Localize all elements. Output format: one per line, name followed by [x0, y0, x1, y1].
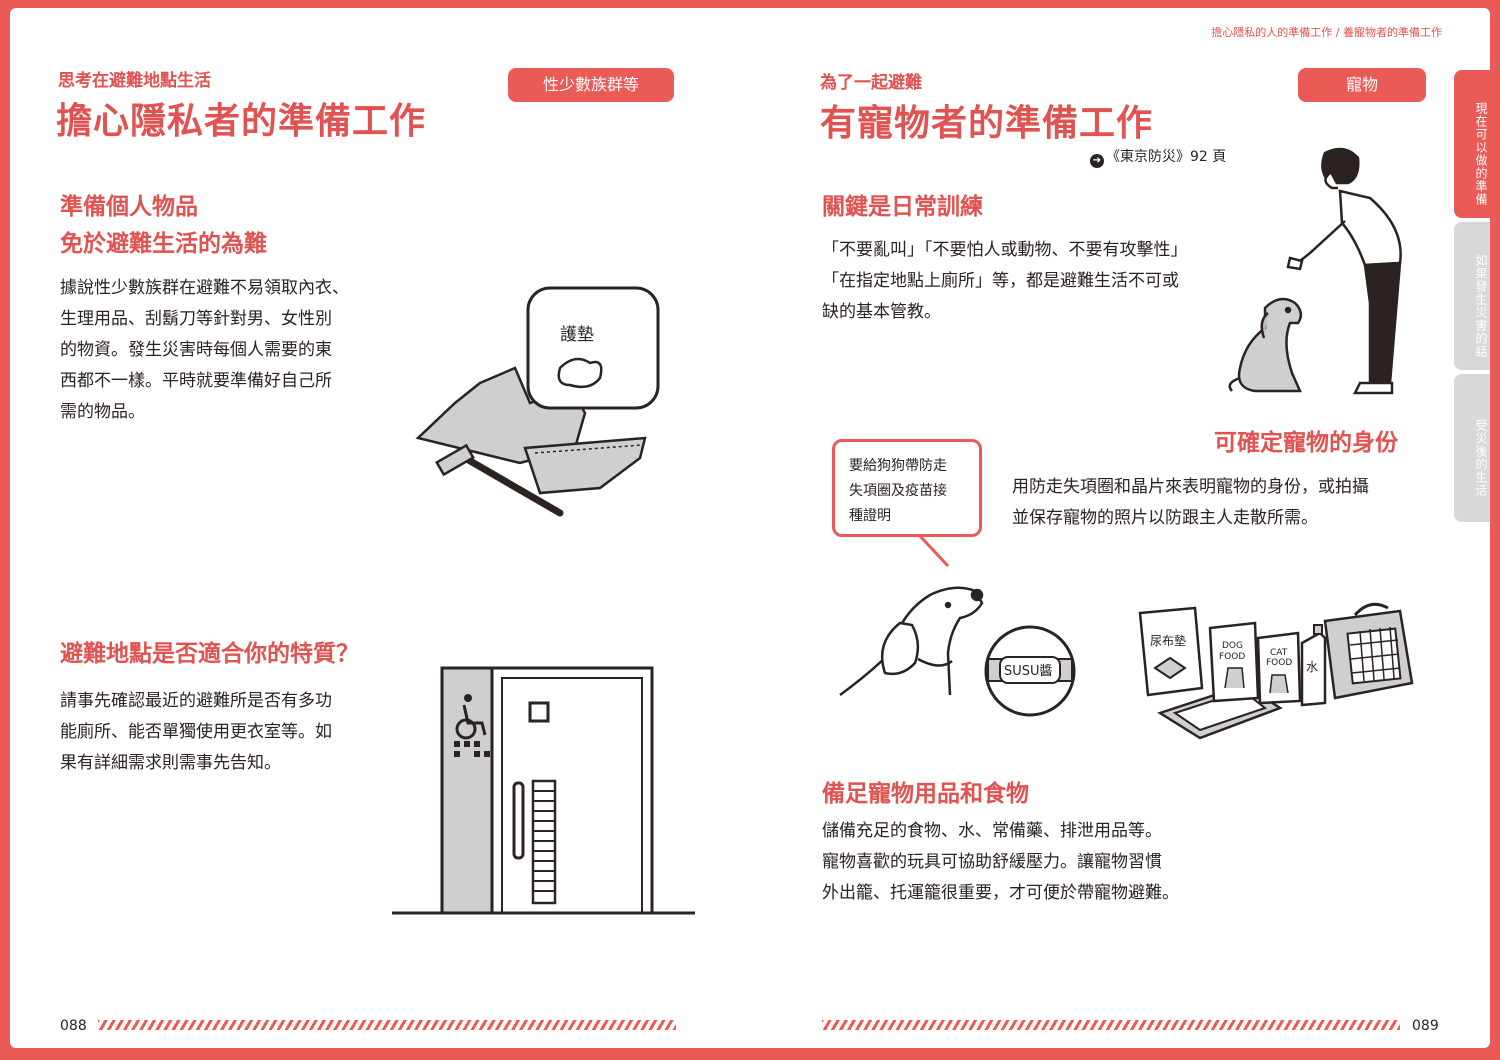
dog-with-collar-illustration: SUSU醬	[839, 586, 1076, 717]
sanitary-pad-package-icon: 護墊	[526, 286, 660, 410]
right-page: 為了一起避難 有寵物者的準備工作 寵物 ➔《東京防災》92 頁 關鍵是日常訓練 …	[750, 8, 1490, 1048]
sitting-dog-icon	[1228, 297, 1303, 393]
water-bottle-icon: 水	[1300, 624, 1327, 707]
speech-bubble-tail	[918, 534, 950, 568]
body-line: 的物資。發生災害時每個人需要的東	[60, 340, 332, 360]
left-page-title: 擔心隱私者的準備工作	[56, 101, 427, 142]
razor-icon	[435, 443, 564, 517]
speech-bubble: 要給狗狗帶防走 失項圈及疫苗接 種證明	[832, 439, 982, 537]
cat-food-label-1: CAT	[1270, 648, 1288, 658]
right-category-tag: 寵物	[1298, 68, 1426, 102]
running-head: 擔心隱私的人的準備工作 / 養寵物者的準備工作	[1211, 26, 1442, 39]
left-page-number: 088	[60, 1018, 87, 1034]
left-section1-heading-line1: 準備個人物品	[60, 194, 198, 220]
restroom-door	[490, 666, 654, 915]
person-icon	[1286, 147, 1402, 395]
side-tab-label: 如果發生災害的話	[1474, 254, 1488, 358]
body-line: 外出籠、托運籠很重要，才可便於帶寵物避難。	[822, 883, 1179, 903]
door-handle	[512, 781, 525, 860]
dog-head-icon	[839, 586, 984, 697]
door-window	[528, 701, 550, 723]
left-section1-body: 據說性少數族群在避難不易領取內衣、 生理用品、刮鬍刀等針對男、女性別 的物資。發…	[60, 273, 349, 428]
body-line: 生理用品、刮鬍刀等針對男、女性別	[60, 309, 332, 329]
dog-food-label-2: FOOD	[1219, 652, 1245, 662]
left-section2-body: 請事先確認最近的避難所是否有多功 能廁所、能否單獨使用更衣室等。如 果有詳細需求…	[60, 686, 332, 779]
left-category-tag: 性少數族群等	[508, 68, 674, 102]
left-footer-stripe	[98, 1020, 676, 1030]
collar-tag-magnifier: SUSU醬	[984, 625, 1076, 717]
water-label: 水	[1306, 660, 1318, 674]
book-reference-text: 《東京防災》92 頁	[1106, 149, 1227, 165]
left-section1-heading-line2: 免於避難生活的為難	[60, 231, 267, 257]
dog-food-label-1: DOG	[1222, 641, 1243, 651]
cat-food-bag-icon: CAT FOOD	[1256, 631, 1302, 705]
bubble-line: 種證明	[849, 508, 891, 524]
right-page-number: 089	[1412, 1018, 1439, 1034]
body-line: 儲備充足的食物、水、常備藥、排泄用品等。	[822, 821, 1162, 841]
underwear-icon	[415, 366, 647, 495]
body-line: 能廁所、能否單獨使用更衣室等。如	[60, 722, 332, 742]
bubble-line: 失項圈及疫苗接	[849, 483, 947, 499]
right-section3-body: 儲備充足的食物、水、常備藥、排泄用品等。 寵物喜歡的玩具可協助舒緩壓力。讓寵物習…	[822, 816, 1179, 909]
personal-items-illustration: 護墊	[415, 286, 660, 517]
body-line: 用防走失項圈和晶片來表明寵物的身份，或拍攝	[1012, 477, 1369, 497]
body-line: 缺的基本管教。	[822, 302, 941, 322]
accessible-restroom-illustration	[392, 666, 695, 915]
pet-carrier-icon	[1323, 602, 1414, 700]
side-tab-during-disaster[interactable]: 如果發生災害的話	[1454, 222, 1490, 370]
right-section1-heading: 關鍵是日常訓練	[822, 194, 983, 220]
body-line: 並保存寵物的照片以防跟主人走散所需。	[1012, 508, 1318, 528]
right-section1-body: 「不要亂叫」「不要怕人或動物、不要有攻擊性」 「在指定地點上廁所」等，都是避難生…	[822, 235, 1188, 328]
side-tab-label: 受災後的生活	[1474, 419, 1488, 497]
right-section2-heading: 可確定寵物的身份	[1214, 430, 1398, 456]
right-footer-stripe	[822, 1020, 1400, 1030]
right-page-title: 有寵物者的準備工作	[820, 103, 1154, 144]
owner-training-dog-illustration	[1228, 147, 1402, 395]
bubble-line: 要給狗狗帶防走	[849, 458, 947, 474]
left-section2-heading: 避難地點是否適合你的特質？	[60, 641, 359, 667]
restroom-sign-panel	[440, 666, 494, 915]
body-line: 請事先確認最近的避難所是否有多功	[60, 691, 332, 711]
right-section3-heading: 備足寵物用品和食物	[822, 781, 1029, 807]
body-line: 寵物喜歡的玩具可協助舒緩壓力。讓寵物習慣	[822, 852, 1162, 872]
dog-food-bag-icon: DOG FOOD	[1208, 621, 1260, 703]
pet-supplies-illustration: 尿布墊 DOG FOOD CAT FOOD 水	[1138, 602, 1414, 740]
body-line: 據說性少數族群在避難不易領取內衣、	[60, 278, 349, 298]
cat-food-label-2: FOOD	[1266, 658, 1292, 668]
diaper-pad-label: 尿布墊	[1150, 634, 1186, 648]
left-kicker: 思考在避難地點生活	[58, 71, 211, 91]
arrow-right-icon: ➔	[1090, 154, 1104, 168]
door-vent	[531, 779, 557, 905]
book-reference: ➔《東京防災》92 頁	[1090, 146, 1226, 168]
body-line: 「不要亂叫」「不要怕人或動物、不要有攻擊性」	[822, 240, 1188, 260]
left-page: 思考在避難地點生活 擔心隱私者的準備工作 性少數族群等 準備個人物品 免於避難生…	[10, 8, 750, 1048]
right-section2-body: 用防走失項圈和晶片來表明寵物的身份，或拍攝 並保存寵物的照片以防跟主人走散所需。	[1012, 472, 1369, 534]
body-line: 「在指定地點上廁所」等，都是避難生活不可或	[822, 271, 1179, 291]
body-line: 西都不一樣。平時就要準備好自己所	[60, 371, 332, 391]
pet-name-tag: SUSU醬	[1004, 663, 1053, 679]
book-spread: 擔心隱私的人的準備工作 / 養寵物者的準備工作 思考在避難地點生活 擔心隱私者的…	[10, 8, 1490, 1048]
side-tab-preparation[interactable]: 現在可以做的準備	[1454, 70, 1490, 218]
braille-dots-icon	[454, 741, 490, 757]
pad-label: 護墊	[560, 325, 594, 345]
body-line: 果有詳細需求則需事先告知。	[60, 753, 281, 773]
wheelchair-icon	[455, 694, 487, 740]
side-tab-after-disaster[interactable]: 受災後的生活	[1454, 374, 1490, 522]
diaper-pad-bag-icon: 尿布墊	[1138, 606, 1204, 697]
side-tab-label: 現在可以做的準備	[1474, 102, 1488, 206]
right-kicker: 為了一起避難	[820, 73, 922, 93]
body-line: 需的物品。	[60, 402, 145, 422]
